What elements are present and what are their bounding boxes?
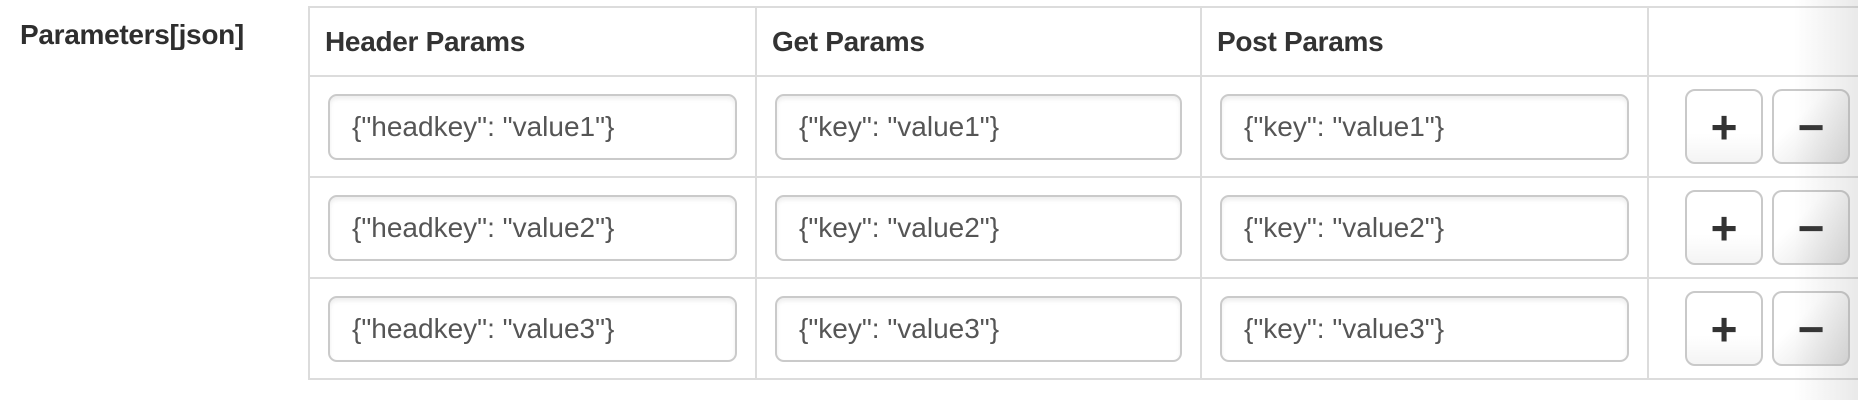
add-row-button-3[interactable]: + <box>1685 291 1763 366</box>
remove-row-button-1[interactable]: − <box>1772 89 1850 164</box>
table-row: +− <box>308 176 1858 279</box>
table-row: +− <box>308 277 1858 380</box>
column-header-post-params: Post Params <box>1200 6 1649 77</box>
column-header-header-params: Header Params <box>308 6 757 77</box>
plus-icon: + <box>1710 201 1738 254</box>
get-params-input-3[interactable] <box>775 295 1182 362</box>
parameters-json-label: Parameters[json] <box>20 19 244 50</box>
post-params-input-3[interactable] <box>1220 295 1629 362</box>
column-header-actions <box>1647 6 1858 77</box>
minus-icon: − <box>1797 201 1825 254</box>
post-params-input-1[interactable] <box>1220 93 1629 160</box>
get-params-input-1[interactable] <box>775 93 1182 160</box>
plus-icon: + <box>1710 100 1738 153</box>
minus-icon: − <box>1797 100 1825 153</box>
remove-row-button-2[interactable]: − <box>1772 190 1850 265</box>
parameters-table-container: Header Params Get Params Post Params +− <box>308 6 1858 380</box>
add-row-button-2[interactable]: + <box>1685 190 1763 265</box>
header-params-input-2[interactable] <box>328 194 737 261</box>
add-row-button-1[interactable]: + <box>1685 89 1763 164</box>
header-params-input-3[interactable] <box>328 295 737 362</box>
table-header-row: Header Params Get Params Post Params <box>308 6 1858 77</box>
plus-icon: + <box>1710 302 1738 355</box>
table-row: +− <box>308 75 1858 178</box>
get-params-input-2[interactable] <box>775 194 1182 261</box>
minus-icon: − <box>1797 302 1825 355</box>
column-header-get-params: Get Params <box>755 6 1202 77</box>
header-params-input-1[interactable] <box>328 93 737 160</box>
post-params-input-2[interactable] <box>1220 194 1629 261</box>
remove-row-button-3[interactable]: − <box>1772 291 1850 366</box>
parameters-table: Header Params Get Params Post Params +− <box>308 6 1858 380</box>
